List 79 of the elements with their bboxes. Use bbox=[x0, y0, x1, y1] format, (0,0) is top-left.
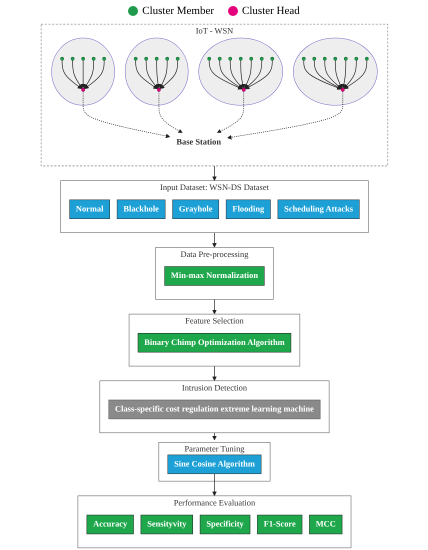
node-circle bbox=[228, 56, 232, 61]
arrow bbox=[341, 60, 346, 88]
node-circle bbox=[344, 56, 348, 61]
node-box: Scheduling Attacks bbox=[277, 200, 360, 219]
arrow bbox=[244, 60, 252, 89]
node-circle bbox=[175, 56, 180, 61]
node-circle bbox=[259, 56, 264, 61]
arrow bbox=[83, 60, 94, 89]
node-circle bbox=[164, 56, 169, 61]
node-box: Min-max Normalization bbox=[164, 266, 264, 286]
arrow bbox=[212, 366, 216, 382]
node-circle bbox=[241, 88, 246, 92]
arrow bbox=[324, 60, 342, 89]
node-text: Base Station bbox=[176, 138, 221, 147]
node-box: Normal bbox=[68, 200, 110, 219]
arrow bbox=[244, 60, 272, 90]
arrow bbox=[343, 60, 367, 90]
arrow bbox=[145, 60, 158, 89]
arrow bbox=[334, 60, 342, 89]
arrow bbox=[158, 91, 182, 134]
node-box: MCC bbox=[308, 514, 342, 534]
node-box: Grayhole bbox=[172, 200, 219, 219]
node-circle bbox=[80, 56, 84, 61]
node-circle bbox=[102, 56, 106, 61]
arrow bbox=[82, 91, 170, 138]
arrow bbox=[159, 60, 178, 89]
arrow bbox=[216, 91, 244, 134]
arrow bbox=[80, 60, 85, 88]
arrow bbox=[302, 60, 342, 90]
node-circle bbox=[206, 56, 211, 61]
legend-label: Cluster Head bbox=[242, 5, 300, 17]
arrow bbox=[208, 60, 242, 90]
node-box: Blackhole bbox=[116, 200, 165, 219]
node-circle bbox=[80, 88, 84, 92]
node-circle bbox=[156, 88, 160, 92]
arrow bbox=[226, 91, 343, 140]
node-box: Specificity bbox=[199, 514, 250, 534]
arrow bbox=[72, 60, 82, 89]
node-circle bbox=[333, 56, 337, 61]
node-circle bbox=[340, 88, 344, 92]
node-circle bbox=[217, 56, 222, 61]
arrow bbox=[313, 60, 342, 90]
node-circle bbox=[354, 56, 358, 61]
legend-label: Cluster Member bbox=[142, 5, 214, 17]
node-box: Flooding bbox=[225, 200, 270, 219]
arrow bbox=[212, 299, 216, 314]
arrow bbox=[212, 232, 216, 248]
node-circle bbox=[238, 56, 242, 61]
node-circle bbox=[312, 56, 316, 61]
node-box: Sensityvity bbox=[140, 514, 193, 534]
arrow bbox=[212, 473, 216, 496]
arrow bbox=[212, 166, 216, 181]
arrow bbox=[84, 60, 104, 90]
node-circle bbox=[144, 56, 148, 61]
node-circle bbox=[301, 56, 306, 61]
arrow bbox=[155, 60, 160, 88]
arrow bbox=[240, 60, 244, 88]
node-box: Class-specific cost regulation extreme learning machine bbox=[108, 400, 320, 420]
node-circle bbox=[322, 56, 326, 61]
node-box: Binary Chimp Optimization Algorithm bbox=[137, 333, 291, 352]
node-box: Accuracy bbox=[86, 514, 134, 534]
arrow bbox=[134, 60, 158, 90]
arrow bbox=[61, 60, 82, 90]
node-circle bbox=[133, 56, 138, 61]
node-circle bbox=[60, 56, 64, 61]
node-circle bbox=[91, 56, 95, 61]
arrow bbox=[212, 432, 216, 440]
node-circle bbox=[364, 56, 368, 61]
node-circle bbox=[270, 56, 274, 61]
node-circle bbox=[70, 56, 74, 61]
arrow bbox=[159, 60, 168, 89]
arrow bbox=[244, 60, 262, 89]
arrow bbox=[218, 60, 242, 90]
arrow bbox=[229, 60, 242, 89]
node-circle bbox=[248, 56, 253, 61]
node-box: F1-Score bbox=[256, 514, 302, 534]
node-box: Sine Cosine Algorithm bbox=[167, 454, 261, 474]
node-circle bbox=[154, 56, 158, 61]
arrow bbox=[343, 60, 356, 89]
